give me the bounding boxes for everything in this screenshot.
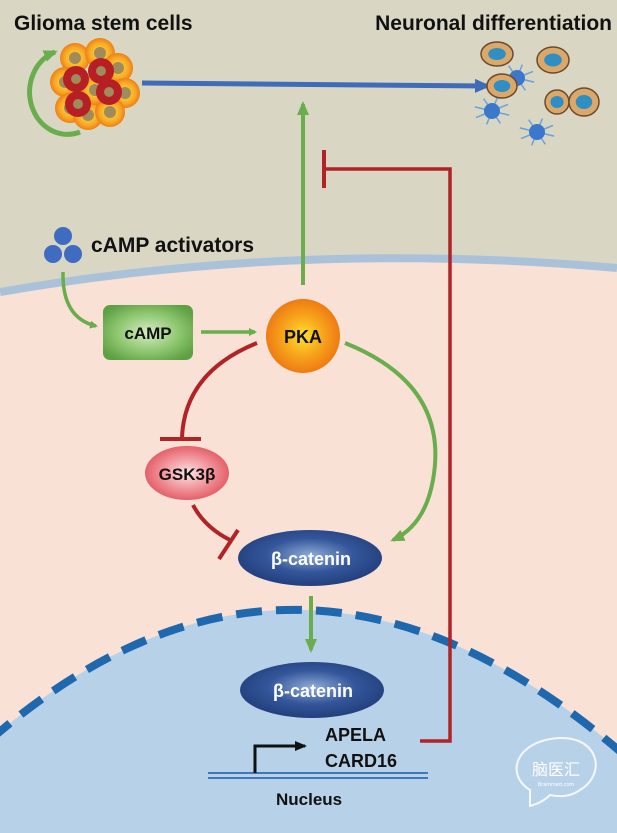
activators-to-camp-arrow [61,271,98,329]
pka-to-bcatenin-arrow [344,341,438,542]
gsk3b-inhibits-bcatenin [191,504,233,543]
cell-nucleus [575,95,593,109]
neuronal-differentiation-title: Neuronal differentiation [375,12,612,35]
cell-nucleus [550,96,564,108]
nucleus-region [0,610,617,833]
cell-nucleus [69,52,81,64]
cell-nucleus [112,62,124,74]
bcatenin-nucleus-node [240,662,384,718]
camp-node [103,305,193,360]
cell-nucleus [96,66,106,76]
bcatenin-cytoplasm-node [238,530,382,586]
cell-nucleus [104,106,116,118]
cell-nucleus [493,80,511,92]
camp-activators-icon [44,227,82,263]
apela-inhibition-line [324,167,452,743]
inhibition-bar [217,528,240,561]
pka-node [266,299,340,373]
glioma-stem-cell-cluster [27,38,140,137]
glioma-stem-cells-title: Glioma stem cells [14,12,193,35]
gsk3b-label: GSK3β [159,465,216,484]
self-renewal-arrow [27,49,81,137]
neuronal-cells-illustration [474,41,600,146]
gene-card16-label: CARD16 [325,751,397,771]
cell-nucleus [488,48,506,60]
pka-label: PKA [284,327,322,347]
neuron-body [484,103,500,119]
gsk3b-node [145,446,229,500]
bcatenin-nucleus-label: β-catenin [273,681,353,701]
watermark-latin-text: Brainmed.com [538,782,575,788]
bcatenin-cytoplasm-label: β-catenin [271,549,351,569]
cell-nucleus [71,74,81,84]
neuron-body [529,124,545,140]
camp-activators-label: cAMP activators [91,234,254,257]
watermark-logo [515,736,597,808]
cell-nucleus [544,53,562,67]
cell-nucleus [119,87,131,99]
cell-nucleus [94,47,106,59]
watermark-chinese-text: 脑医汇 [532,760,580,779]
gene-apela-label: APELA [325,725,386,745]
cell-nucleus [73,99,83,109]
differentiation-arrow [141,78,491,93]
promoter-arrow [253,741,307,773]
nucleus-label: Nucleus [276,790,342,809]
cell-nucleus [104,87,114,97]
pka-inhibits-gsk3b [180,341,258,438]
camp-label: cAMP [124,324,171,343]
